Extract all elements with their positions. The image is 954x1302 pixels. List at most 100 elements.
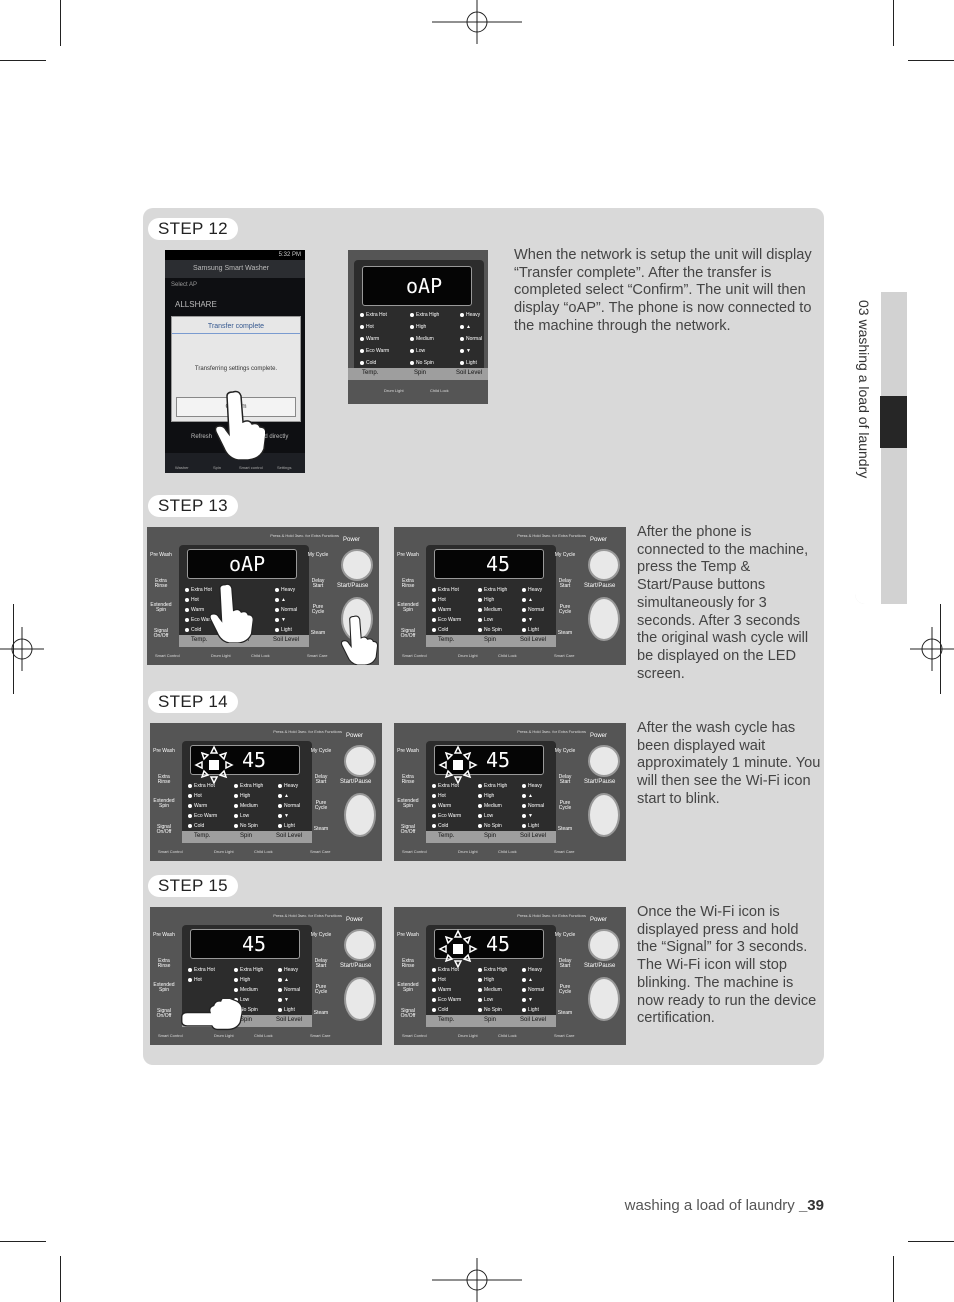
extended-spin-button[interactable]: Extended Spin	[397, 602, 419, 613]
temp-option: Warm	[432, 607, 451, 613]
my-cycle-button[interactable]: My Cycle	[554, 552, 576, 558]
phone-tab[interactable]: Washer	[175, 465, 189, 470]
spin-button[interactable]: Spin	[240, 833, 253, 839]
page-number: _39	[798, 1197, 824, 1214]
temp-button[interactable]: Temp.	[438, 1017, 455, 1023]
step-13-label: STEP 13	[148, 495, 238, 517]
start-pause-label: Start/Pause	[340, 779, 372, 785]
power-button[interactable]	[341, 549, 373, 581]
spin-button[interactable]: Spin	[484, 833, 497, 839]
phone-tab[interactable]: Spin	[213, 465, 222, 470]
signal-button[interactable]: Signal On/Off	[400, 1008, 416, 1019]
temp-button[interactable]: Temp.	[362, 370, 379, 376]
temp-button[interactable]: Temp.	[191, 637, 208, 643]
extra-rinse-button[interactable]: Extra Rinse	[401, 774, 415, 785]
pure-cycle-button[interactable]: Pure Cycle	[558, 604, 572, 615]
delay-start-button[interactable]: Delay Start	[558, 774, 572, 785]
spin-button[interactable]: Spin	[414, 370, 427, 376]
pre-wash-button[interactable]: Pre Wash	[397, 552, 419, 558]
power-button[interactable]	[344, 745, 376, 777]
steam-button[interactable]: Steam	[313, 1010, 329, 1016]
pure-cycle-button[interactable]: Pure Cycle	[314, 984, 328, 995]
spin-button[interactable]: Spin	[484, 637, 497, 643]
pre-wash-button[interactable]: Pre Wash	[150, 552, 172, 558]
phone-tab[interactable]: Smart control	[239, 465, 263, 470]
temp-option: Extra Hot	[185, 587, 212, 593]
extended-spin-button[interactable]: Extended Spin	[153, 798, 175, 809]
steam-button[interactable]: Steam	[313, 826, 329, 832]
chapter-tab-label: 03 washing a load of laundry	[856, 300, 872, 479]
spin-option: Low	[410, 348, 425, 354]
start-pause-button[interactable]	[588, 597, 620, 641]
step-12-label: STEP 12	[148, 218, 238, 240]
my-cycle-button[interactable]: My Cycle	[310, 748, 332, 754]
temp-option: Hot	[188, 793, 202, 799]
my-cycle-button[interactable]: My Cycle	[307, 552, 329, 558]
phone-add-directly-button[interactable]: Add directly	[257, 434, 289, 440]
my-cycle-button[interactable]: My Cycle	[310, 932, 332, 938]
soil-level-button[interactable]: Soil Level	[276, 833, 303, 839]
delay-start-button[interactable]: Delay Start	[314, 958, 328, 969]
extra-rinse-button[interactable]: Extra Rinse	[401, 578, 415, 589]
my-cycle-button[interactable]: My Cycle	[554, 748, 576, 754]
signal-button[interactable]: Signal On/Off	[156, 824, 172, 835]
steam-button[interactable]: Steam	[310, 630, 326, 636]
soil-level-button[interactable]: Soil Level	[520, 637, 547, 643]
temp-button[interactable]: Temp.	[438, 637, 455, 643]
delay-start-button[interactable]: Delay Start	[314, 774, 328, 785]
extended-spin-button[interactable]: Extended Spin	[397, 798, 419, 809]
extended-spin-button[interactable]: Extended Spin	[150, 602, 172, 613]
pure-cycle-button[interactable]: Pure Cycle	[314, 800, 328, 811]
delay-start-button[interactable]: Delay Start	[558, 578, 572, 589]
soil-level-button[interactable]: Soil Level	[520, 833, 547, 839]
my-cycle-button[interactable]: My Cycle	[554, 932, 576, 938]
signal-button[interactable]: Signal On/Off	[400, 628, 416, 639]
start-pause-button[interactable]	[344, 977, 376, 1021]
power-button[interactable]	[588, 549, 620, 581]
signal-button[interactable]: Signal On/Off	[156, 1008, 172, 1019]
pre-wash-button[interactable]: Pre Wash	[153, 932, 175, 938]
drum-light-label: Drum Light	[458, 1033, 478, 1038]
pre-wash-button[interactable]: Pre Wash	[397, 748, 419, 754]
temp-button[interactable]: Temp.	[194, 833, 211, 839]
power-button[interactable]	[588, 745, 620, 777]
soil-level-button[interactable]: Soil Level	[456, 370, 483, 376]
soil-level-button[interactable]: Soil Level	[276, 1017, 303, 1023]
panel-hint: Press & Hold 3sec. for Extra Functions	[517, 533, 586, 538]
pure-cycle-button[interactable]: Pure Cycle	[558, 800, 572, 811]
spin-button[interactable]: Spin	[240, 1017, 253, 1023]
signal-button[interactable]: Signal On/Off	[400, 824, 416, 835]
spin-button[interactable]: Spin	[484, 1017, 497, 1023]
extra-rinse-button[interactable]: Extra Rinse	[154, 578, 168, 589]
steam-button[interactable]: Steam	[557, 1010, 573, 1016]
steam-button[interactable]: Steam	[557, 826, 573, 832]
delay-start-button[interactable]: Delay Start	[558, 958, 572, 969]
pure-cycle-button[interactable]: Pure Cycle	[311, 604, 325, 615]
extra-rinse-button[interactable]: Extra Rinse	[157, 958, 171, 969]
extra-rinse-button[interactable]: Extra Rinse	[157, 774, 171, 785]
extra-rinse-button[interactable]: Extra Rinse	[401, 958, 415, 969]
soil-level-button[interactable]: Soil Level	[273, 637, 300, 643]
step-14-text: After the wash cycle has been displayed …	[637, 720, 821, 807]
steam-button[interactable]: Steam	[557, 630, 573, 636]
soil-level-button[interactable]: Soil Level	[520, 1017, 547, 1023]
extended-spin-button[interactable]: Extended Spin	[397, 982, 419, 993]
soil-option: Normal	[522, 803, 544, 809]
phone-tab[interactable]: Settings	[277, 465, 292, 470]
power-button[interactable]	[344, 929, 376, 961]
phone-refresh-button[interactable]: Refresh	[191, 434, 213, 440]
start-pause-button[interactable]	[344, 793, 376, 837]
pre-wash-button[interactable]: Pre Wash	[153, 748, 175, 754]
extended-spin-button[interactable]: Extended Spin	[153, 982, 175, 993]
start-pause-button[interactable]	[588, 793, 620, 837]
soil-option: ▼	[522, 813, 533, 819]
pure-cycle-button[interactable]: Pure Cycle	[558, 984, 572, 995]
delay-start-button[interactable]: Delay Start	[311, 578, 325, 589]
signal-button[interactable]: Signal On/Off	[153, 628, 169, 639]
drum-light-label: Drum Light	[214, 849, 234, 854]
soil-option: ▼	[522, 617, 533, 623]
temp-button[interactable]: Temp.	[438, 833, 455, 839]
power-button[interactable]	[588, 929, 620, 961]
pre-wash-button[interactable]: Pre Wash	[397, 932, 419, 938]
start-pause-button[interactable]	[588, 977, 620, 1021]
